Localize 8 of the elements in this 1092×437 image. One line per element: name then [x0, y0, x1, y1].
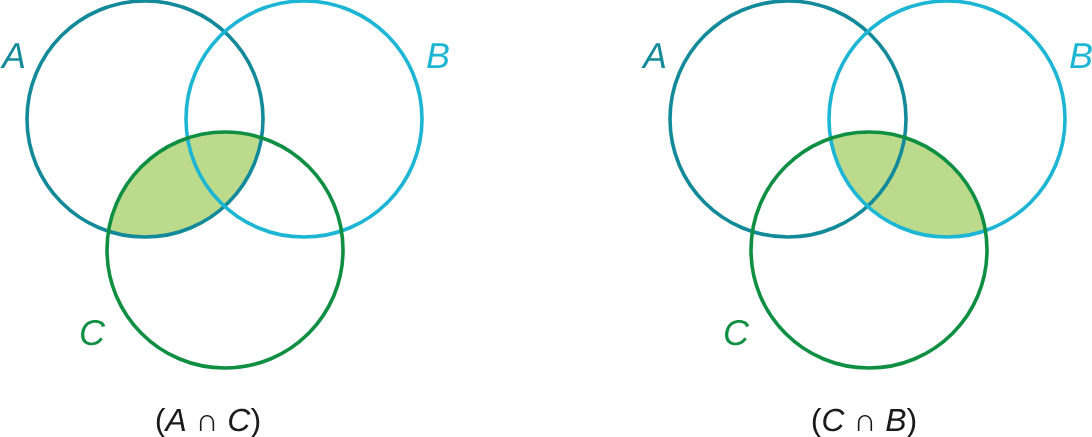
set-label: A: [0, 43, 25, 68]
set-label: C: [81, 319, 106, 346]
set-label: B: [1070, 43, 1092, 68]
caption: (C ∩ B): [812, 407, 916, 437]
set-label: C: [725, 319, 750, 346]
caption: (A ∩ C): [156, 407, 260, 437]
set-label: A: [641, 43, 666, 68]
set-label: B: [427, 43, 449, 68]
